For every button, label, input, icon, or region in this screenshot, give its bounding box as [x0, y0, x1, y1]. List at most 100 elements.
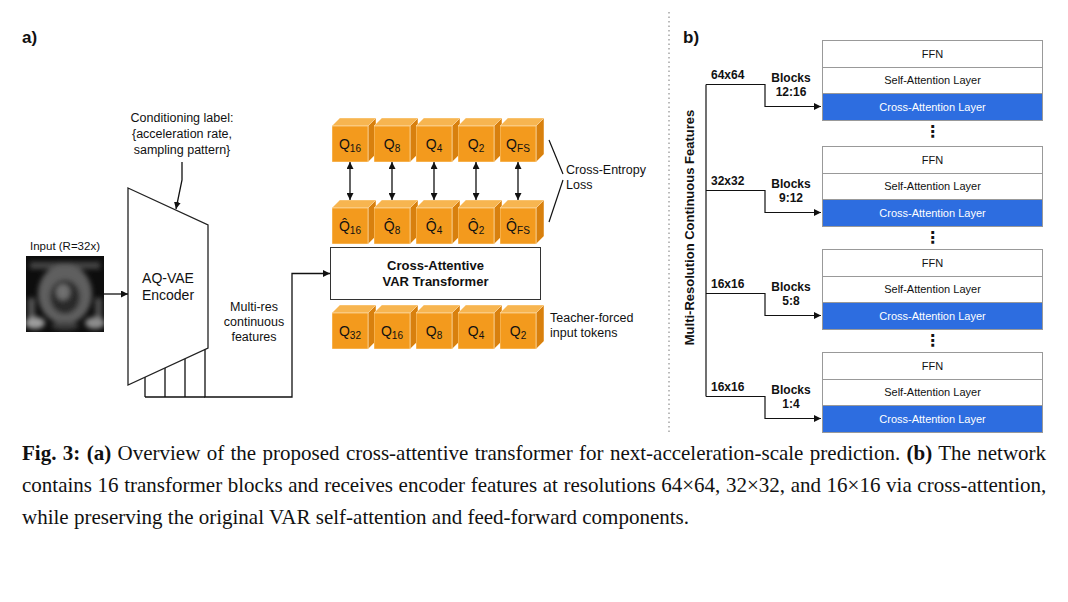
token-letter: Q	[384, 136, 395, 152]
caption-word	[971, 441, 977, 465]
node-text-area: Q8	[416, 313, 452, 349]
caption-word: resolutions	[563, 473, 655, 497]
caption-word	[56, 441, 62, 465]
loss-note: Cross-Entropy Loss	[566, 163, 658, 193]
token-letter: Q̂	[506, 218, 517, 234]
image-blob	[38, 264, 92, 324]
caption-word	[200, 441, 206, 465]
cross-attention-layer: Cross-Attention Layer	[822, 302, 1043, 330]
token-scale: 4	[437, 143, 443, 154]
caption-word	[283, 473, 289, 497]
cube-shape	[500, 305, 544, 349]
caption-word: cross-attention,	[917, 473, 1046, 497]
ffn-layer: FFN	[822, 146, 1043, 174]
cross-attention-layer: Cross-Attention Layer	[822, 405, 1043, 433]
token-scale: 32	[350, 330, 361, 341]
cross-attention-layer: Cross-Attention Layer	[822, 199, 1043, 227]
token-label: Q2	[510, 323, 527, 339]
input-token-cube: Q2	[500, 305, 544, 349]
target-token-cube: Q8	[374, 118, 418, 162]
caption-word: network	[977, 441, 1046, 465]
connector-arrow	[205, 274, 330, 398]
caption-word	[92, 473, 98, 497]
node-text-area: Q̂8	[374, 208, 410, 244]
caption-word	[573, 441, 579, 465]
caption-word	[577, 505, 582, 529]
node-text-area: Q2	[500, 313, 536, 349]
input-token-cube: Q4	[458, 305, 502, 349]
image-blur	[26, 262, 104, 330]
caption-word: contains	[22, 473, 92, 497]
cube-shape	[374, 305, 418, 349]
node-label: Self-Attention Layer	[884, 180, 981, 192]
caption-word: 32×32,	[726, 473, 785, 497]
token-label: Q̂8	[384, 218, 401, 234]
edge-label: Multi-res continuous features	[220, 300, 288, 345]
node-text-area: Input (R=32x)	[16, 238, 114, 254]
node-text-area: FFN	[823, 250, 1042, 276]
cube-front	[332, 126, 368, 162]
cube-shape	[458, 118, 502, 162]
caption-word: 64×64,	[661, 473, 720, 497]
caption-word	[340, 441, 346, 465]
token-label: QFS	[506, 136, 530, 152]
caption-word	[427, 505, 432, 529]
token-scale: 16	[350, 143, 361, 154]
caption-word: via	[886, 473, 912, 497]
caption-word: for	[579, 441, 604, 465]
caption-word: cross-attentive	[346, 441, 468, 465]
block-range-label: Blocks 1:4	[765, 383, 817, 411]
node-text-area: FFN	[823, 353, 1042, 379]
axis-title: Multi-Resolution Continuous Features	[682, 88, 697, 368]
cross-attention-layer: Cross-Attention Layer	[822, 93, 1043, 121]
caption-word: receives	[324, 473, 393, 497]
caption-word: feed-forward	[467, 505, 577, 529]
cube-shape	[332, 200, 376, 244]
node-label: Input (R=32x)	[30, 240, 100, 252]
caption-word	[163, 505, 168, 529]
panel-letter: a)	[22, 28, 37, 48]
connector-arrow	[349, 162, 350, 200]
token-letter: Q	[426, 136, 437, 152]
connector-arrow	[475, 162, 476, 200]
connector-arrow	[391, 162, 392, 200]
token-letter: Q̂	[384, 218, 395, 234]
token-label: Q̂4	[426, 218, 443, 234]
predicted-token-cube: Q̂FS	[500, 200, 544, 244]
self-attention-layer: Self-Attention Layer	[822, 379, 1043, 407]
cube-shape	[416, 118, 460, 162]
encoder-shape	[128, 188, 208, 385]
caption-word: blocks	[228, 473, 283, 497]
node-text-area: AQ-VAE Encoder	[128, 188, 208, 385]
cube-front	[500, 126, 536, 162]
block-range-label: Blocks 12:16	[765, 71, 817, 99]
node-text-area: Q̂2	[458, 208, 494, 244]
target-token-cube: Q4	[416, 118, 460, 162]
token-scale: 4	[437, 225, 443, 236]
caption-word	[880, 473, 886, 497]
predicted-token-cube: Q̂16	[332, 200, 376, 244]
caption-word	[319, 473, 325, 497]
connector-arrow	[104, 293, 128, 294]
token-label: Q8	[384, 136, 401, 152]
cube-shape	[332, 118, 376, 162]
feature-branch	[706, 397, 821, 419]
caption-word: and	[288, 473, 318, 497]
caption-word	[912, 473, 918, 497]
token-letter: Q	[510, 323, 521, 339]
cube-front	[374, 208, 410, 244]
caption-word	[465, 473, 471, 497]
panel-letter: b)	[683, 28, 699, 48]
cube-front	[500, 208, 536, 244]
node-text-area: Q16	[374, 313, 410, 349]
ellipsis-mark: ⋮	[822, 120, 1043, 144]
loss-bracket	[549, 140, 563, 222]
cube-front	[416, 208, 452, 244]
caption-word: encoder	[399, 473, 465, 497]
token-scale: 2	[521, 330, 527, 341]
input-token-cube: Q16	[374, 305, 418, 349]
node-label: FFN	[922, 154, 943, 166]
token-letter: Q̂	[426, 218, 437, 234]
caption-word	[256, 441, 262, 465]
node-text-area: Q2	[458, 126, 494, 162]
